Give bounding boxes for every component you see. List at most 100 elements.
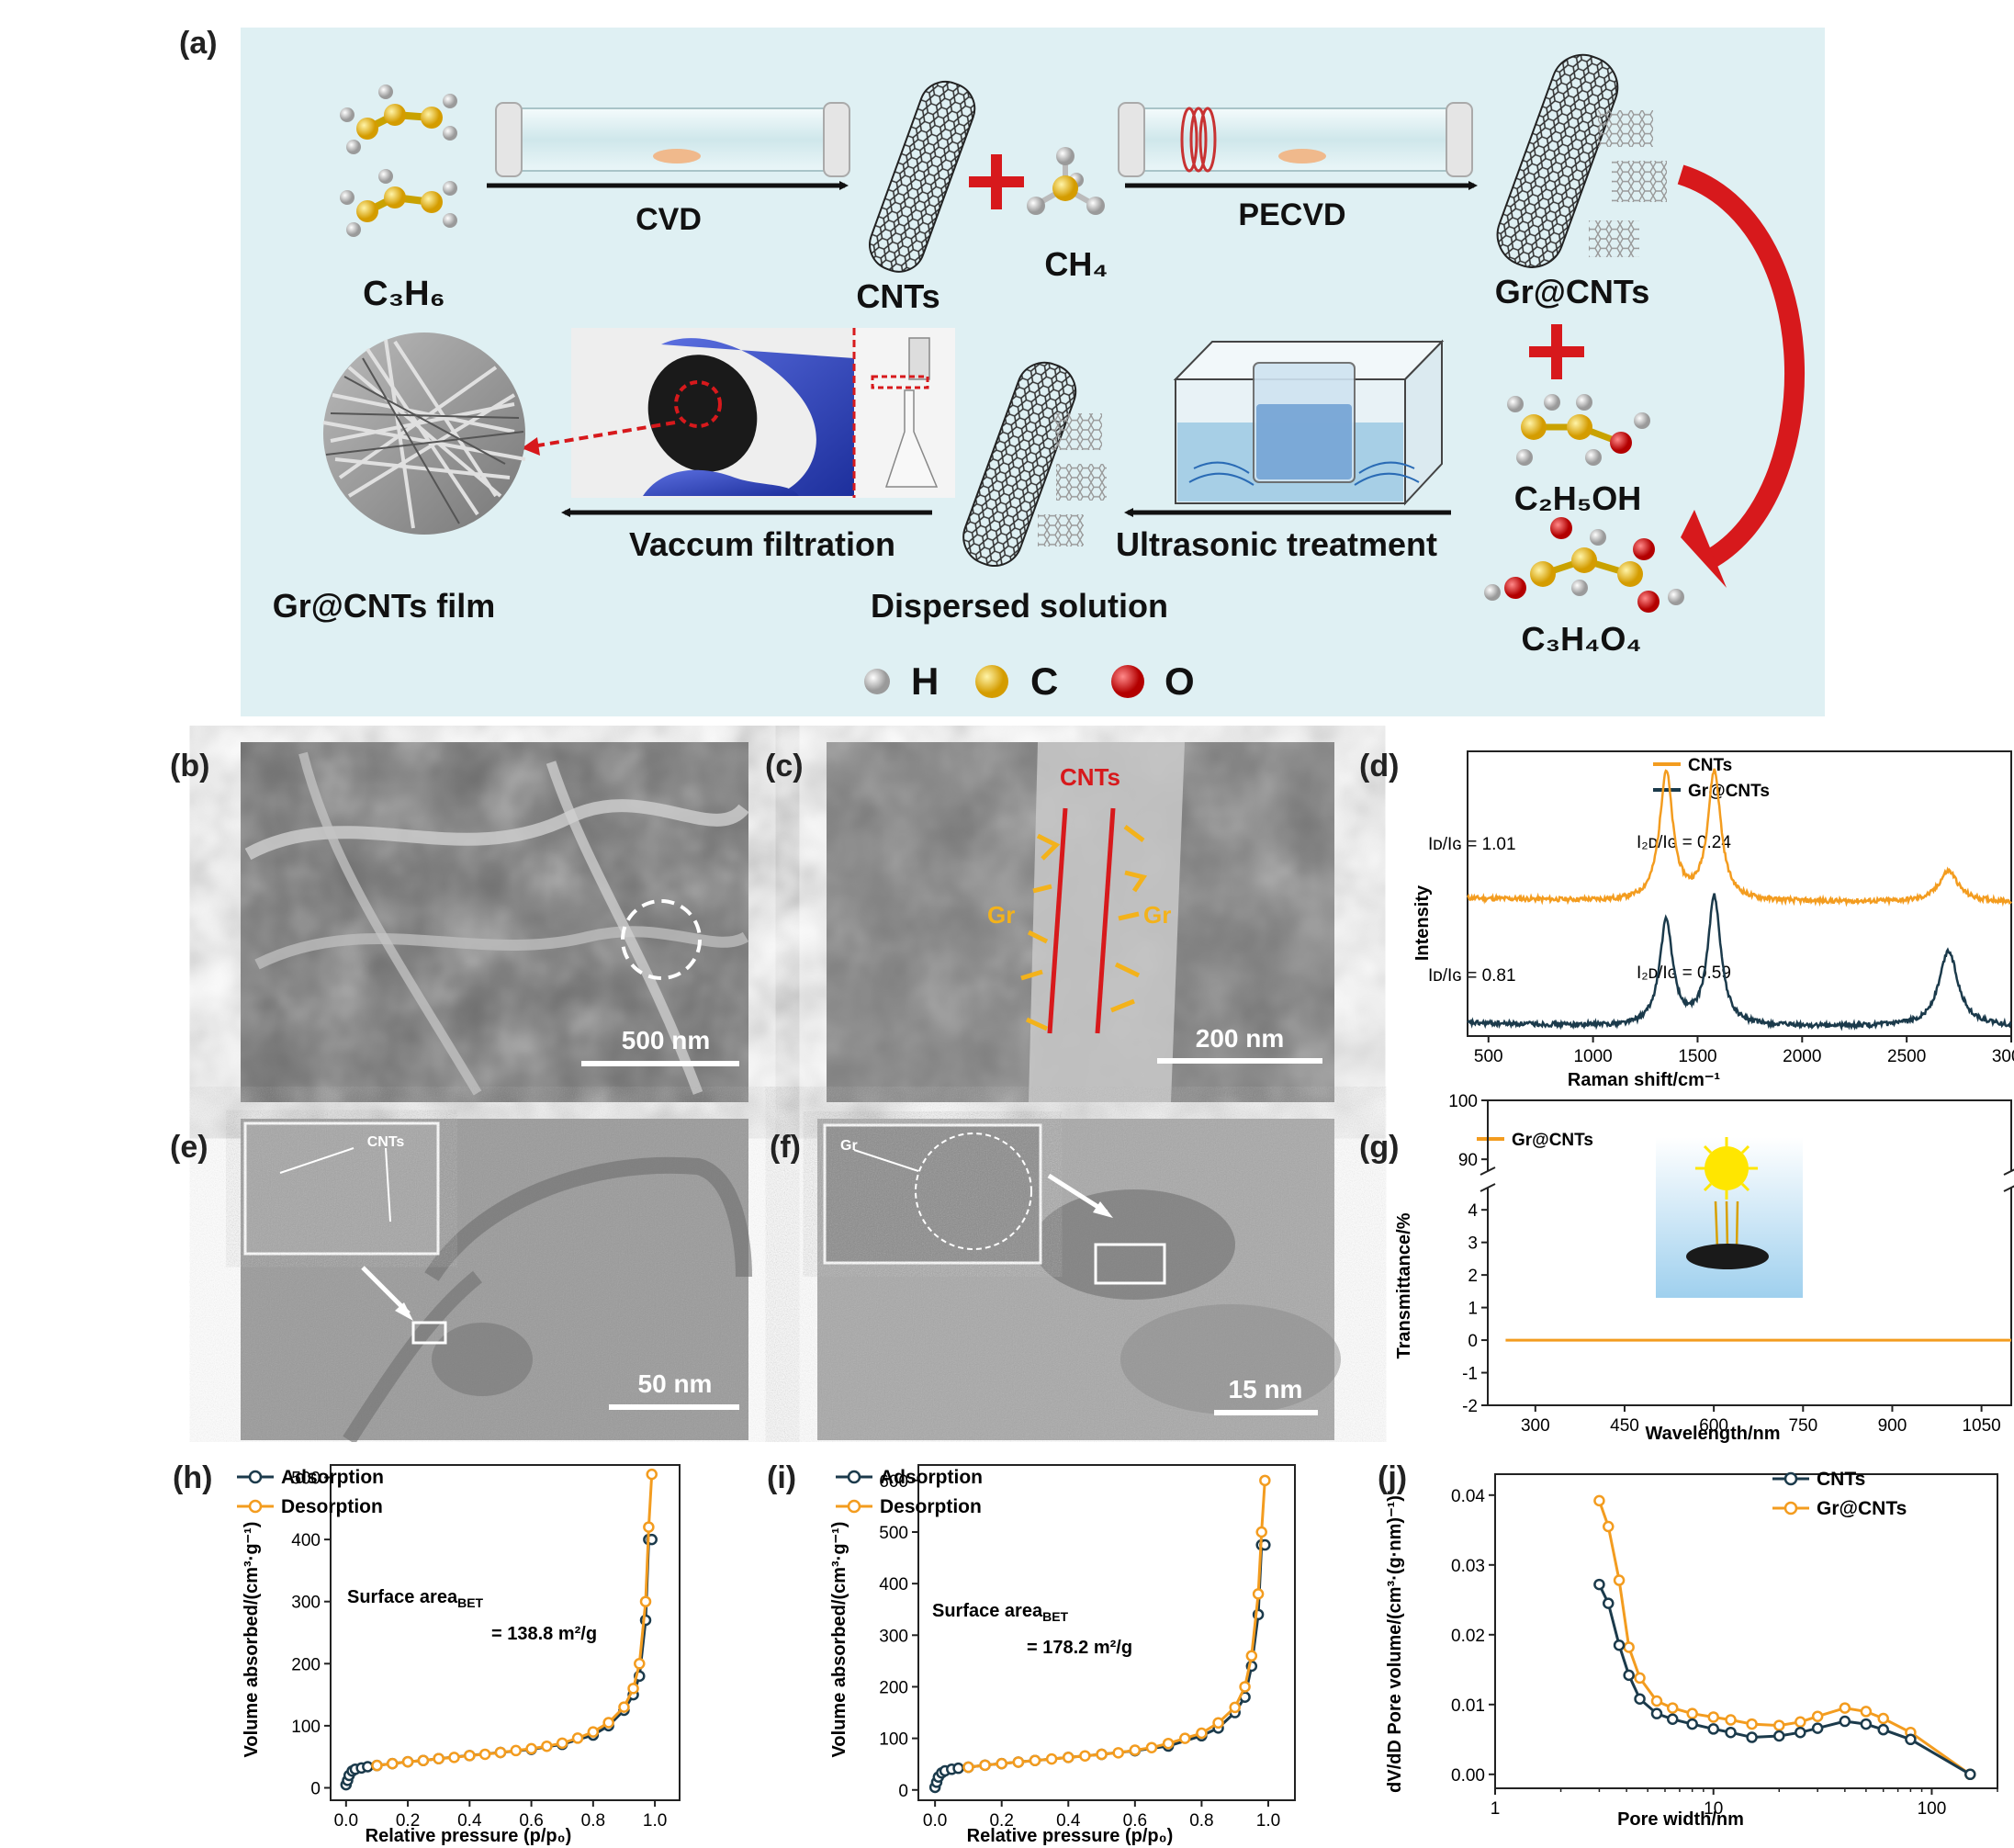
- raman-legend-gr: Gr@CNTs: [1688, 782, 1770, 801]
- chart-transmittance: Transmittance/% Wavelength/nm Gr@CNTs 30…: [1394, 1093, 2014, 1444]
- legend-h: H: [911, 659, 939, 703]
- panel-label-g: (g): [1359, 1130, 1399, 1165]
- x-tick-label: 2000: [1783, 1047, 1821, 1066]
- scale-label-b: 500 nm: [622, 1026, 711, 1054]
- legend-o: O: [1165, 659, 1195, 703]
- plot-frame: [1494, 1473, 1998, 1789]
- pore-ylabel: dV/dD Pore volume/(cm³·(g·nm)⁻¹): [1385, 1495, 1405, 1793]
- x-tick-label: 1.0: [643, 1811, 667, 1831]
- y-tick-label: 100: [879, 1730, 908, 1750]
- data-point: [1746, 1718, 1758, 1730]
- data-point: [1666, 1713, 1679, 1726]
- x-tick-label: 0.2: [396, 1811, 420, 1831]
- data-point: [1839, 1715, 1851, 1728]
- bet-i-ylabel: Volume absorbed/(cm³·g⁻¹): [829, 1522, 849, 1758]
- gr-cnt-film-icon: [322, 332, 526, 535]
- legend-label: Desorption: [281, 1496, 383, 1517]
- data-point: [1145, 1741, 1158, 1753]
- raman-annot-gr-id: Iᴅ/Iɢ = 0.81: [1428, 966, 1516, 986]
- data-point: [556, 1737, 568, 1750]
- plus-icon: [969, 154, 1024, 209]
- data-point: [1255, 1526, 1267, 1538]
- data-point: [1259, 1474, 1271, 1487]
- inset-label-f: Gr: [840, 1138, 858, 1154]
- bet-i-annot: Surface areaBET: [932, 1601, 1069, 1624]
- gr-cnts-label: Gr@CNTs: [1495, 273, 1649, 310]
- x-tick-label: 500: [1474, 1047, 1503, 1066]
- data-point: [1725, 1714, 1737, 1726]
- data-point: [1877, 1723, 1889, 1736]
- legend-label: Gr@CNTs: [1817, 1498, 1907, 1519]
- panel-label-d: (d): [1359, 749, 1399, 783]
- data-point: [362, 1761, 374, 1773]
- ultrasonic-bath-icon: [1173, 339, 1445, 506]
- tem-image-f: 15 nm Gr: [817, 1119, 1341, 1440]
- y-tick-label: 3: [1468, 1234, 1478, 1254]
- data-point: [1239, 1681, 1251, 1693]
- gr-annotation-left: Gr: [987, 901, 1015, 929]
- gr-cnt-icon: [1496, 53, 1667, 268]
- data-point: [1686, 1707, 1698, 1719]
- y-tick-label: 4: [1468, 1201, 1478, 1221]
- x-tick-label: 2500: [1887, 1047, 1926, 1066]
- y-tick-label: 0: [1468, 1332, 1478, 1351]
- data-point: [1096, 1748, 1108, 1761]
- data-point: [587, 1726, 600, 1738]
- plot-frame: [917, 1464, 1296, 1801]
- data-point: [1112, 1747, 1124, 1759]
- data-point: [1634, 1693, 1646, 1705]
- data-point: [494, 1746, 507, 1759]
- x-tick-label: 900: [1878, 1416, 1907, 1436]
- y-tick-label: 1: [1468, 1300, 1478, 1319]
- data-point: [1012, 1756, 1025, 1768]
- plus-icon-2: [1529, 324, 1584, 379]
- data-point: [618, 1701, 630, 1713]
- panel-label-i: (i): [767, 1460, 796, 1495]
- bet-h-xlabel: Relative pressure (p/p₀): [366, 1826, 572, 1846]
- ch4-label: CH₄: [1044, 245, 1108, 283]
- pore-xlabel: Pore width/nm: [1617, 1809, 1744, 1830]
- raman-xlabel: Raman shift/cm⁻¹: [1568, 1070, 1720, 1090]
- data-point: [1795, 1716, 1806, 1729]
- data-point: [1623, 1669, 1635, 1682]
- panel-label-f: (f): [770, 1130, 801, 1165]
- x-tick-label: 750: [1788, 1416, 1817, 1436]
- data-point: [1229, 1701, 1241, 1714]
- pecvd-label: PECVD: [1238, 197, 1345, 232]
- vacuum-label: Vaccum filtration: [629, 525, 895, 563]
- dispersed-gr-cnt-icon: [962, 361, 1107, 567]
- sem-image-b: 500 nm: [241, 742, 749, 1102]
- x-tick-label: 1050: [1962, 1416, 2000, 1436]
- tem-image-e: 50 nm CNTs: [241, 1119, 752, 1442]
- zoom-arrow: [521, 421, 676, 450]
- data-point: [1746, 1731, 1758, 1743]
- x-tick-label: 0.4: [457, 1811, 482, 1831]
- hydrogen-sphere-icon: [864, 669, 890, 694]
- scale-label-e: 50 nm: [638, 1369, 713, 1398]
- y-tick-label: 0.00: [1451, 1766, 1485, 1786]
- x-tick-label: 300: [1521, 1416, 1550, 1436]
- y-tick-label: 500: [291, 1470, 321, 1489]
- y-tick-label: 0: [310, 1779, 321, 1798]
- c3h4o4-label: C₃H₄O₄: [1522, 620, 1642, 658]
- y-tick-label: 600: [879, 1472, 908, 1492]
- data-point: [1811, 1722, 1824, 1734]
- micrographs-svg: 500 nm 200 nm CNTs Gr Gr 50 nm CNTs 15 n…: [170, 742, 1399, 1442]
- legend-marker: [1783, 1501, 1798, 1516]
- data-point: [979, 1759, 991, 1772]
- y-tick-label: 0.03: [1451, 1557, 1485, 1576]
- data-point: [371, 1759, 383, 1772]
- data-point: [1773, 1730, 1785, 1742]
- legend-label: CNTs: [1817, 1469, 1865, 1490]
- chart-raman: Intensity Raman shift/cm⁻¹ CNTs Gr@CNTs …: [1412, 750, 2014, 1090]
- axis-break: [1480, 1183, 1496, 1192]
- bet-i-value: = 178.2 m²/g: [1027, 1638, 1132, 1658]
- plot-frame: [330, 1464, 681, 1801]
- trans-ylabel: Transmittance/%: [1394, 1212, 1414, 1358]
- data-point: [387, 1757, 399, 1770]
- data-point: [1623, 1641, 1635, 1653]
- data-point: [643, 1521, 655, 1533]
- legend-marker: [248, 1499, 263, 1514]
- y-tick-label: 0.01: [1451, 1696, 1485, 1716]
- data-point: [1603, 1597, 1615, 1609]
